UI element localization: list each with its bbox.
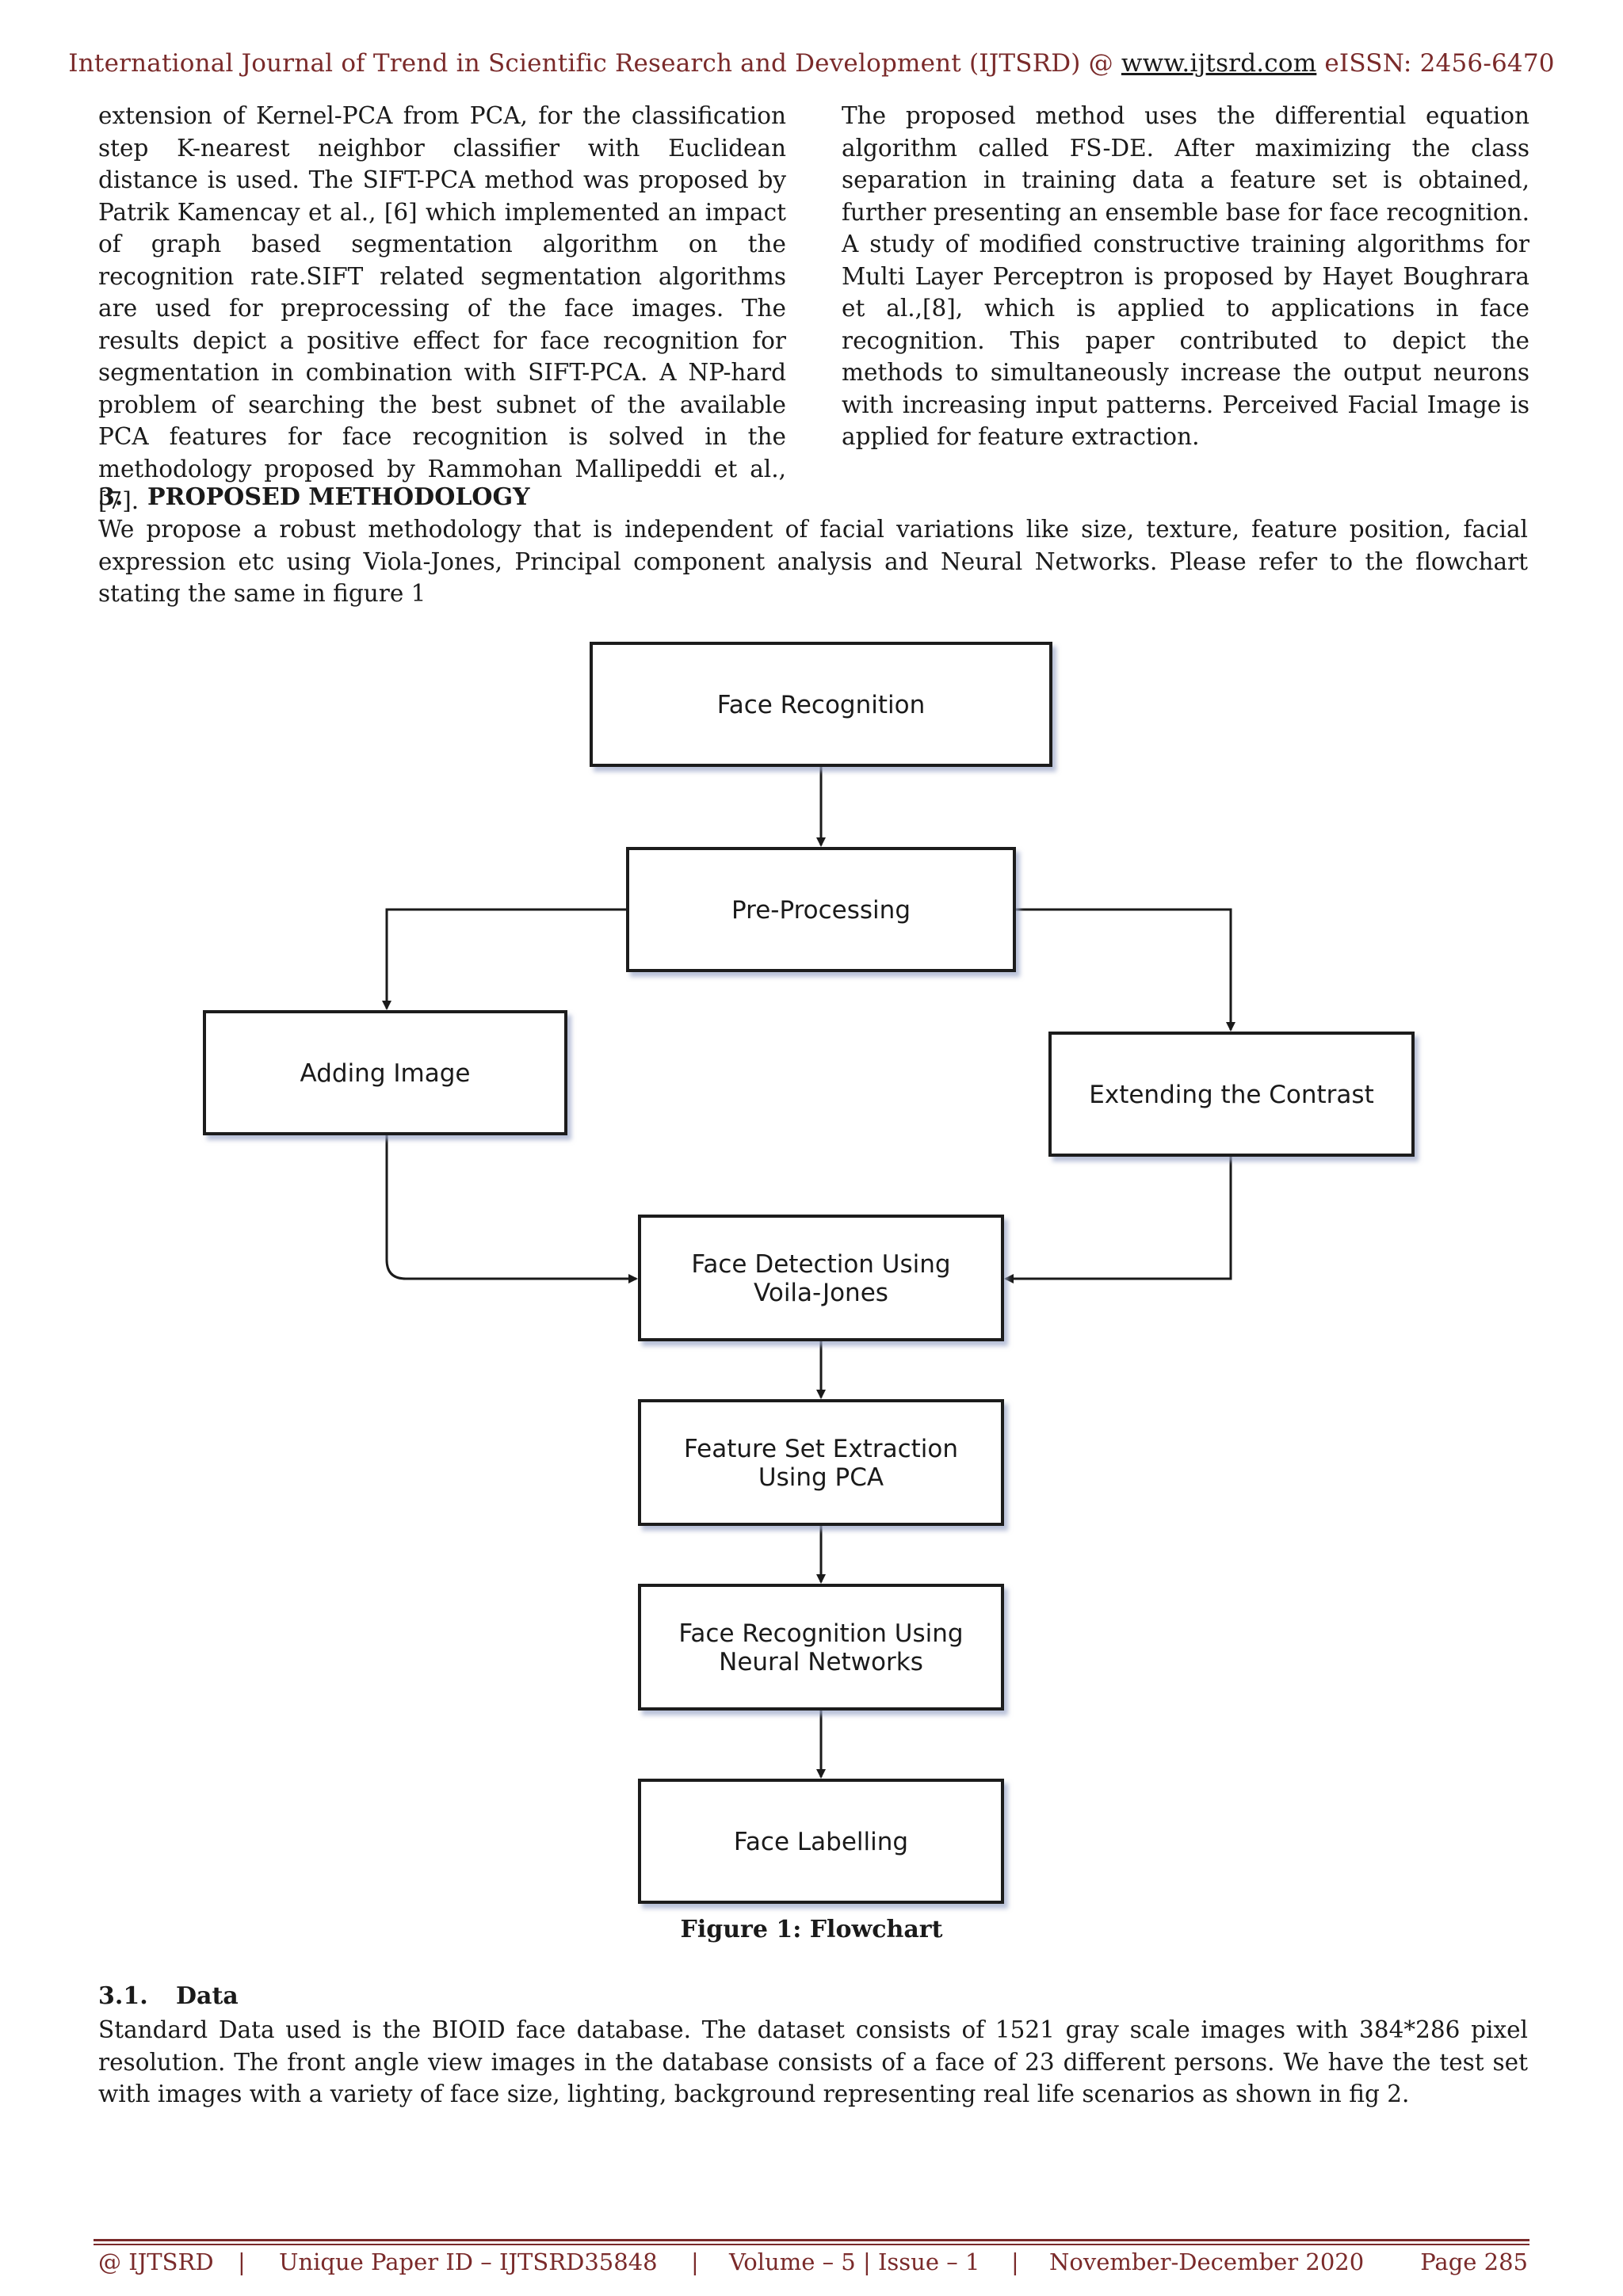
footer-rule xyxy=(94,2239,1529,2241)
section-3-1-heading: 3.1. Data xyxy=(98,1982,239,2010)
flowchart-node-label: Using PCA xyxy=(758,1463,884,1492)
section-3-heading: 3. PROPOSED METHODOLOGY xyxy=(98,483,530,511)
journal-title: International Journal of Trend in Scient… xyxy=(68,49,1113,78)
flowchart-arrow xyxy=(382,908,628,1010)
flowchart-box xyxy=(203,1010,567,1135)
running-footer: @ IJTSRD | Unique Paper ID – IJTSRD35848… xyxy=(98,2248,1528,2280)
section-3-text: We propose a robust methodology that is … xyxy=(98,516,1528,607)
journal-website-link[interactable]: www.ijtsrd.com xyxy=(1121,49,1317,78)
flowchart-box xyxy=(638,1399,1004,1526)
section-3-1-text: Standard Data used is the BIOID face dat… xyxy=(98,2016,1528,2107)
footer-separator: | xyxy=(238,2248,246,2275)
footer-page-number: Page 285 xyxy=(1420,2248,1528,2275)
flowchart-node-label: Voila-Jones xyxy=(754,1279,888,1307)
flowchart-node-label: Adding Image xyxy=(300,1059,471,1088)
flowchart-node-label: Face Labelling xyxy=(734,1828,908,1856)
flowchart-node-label: Extending the Contrast xyxy=(1089,1081,1373,1109)
footer-separator: | xyxy=(691,2248,699,2275)
flowchart-box xyxy=(638,1584,1004,1711)
flowchart-node-face-labelling: Face Labelling xyxy=(638,1779,1004,1904)
left-column-paragraph: extension of Kernel-PCA from PCA, for th… xyxy=(98,102,786,514)
flowchart-node-label: Face Recognition Using xyxy=(678,1619,963,1648)
section-3-title: PROPOSED METHODOLOGY xyxy=(147,483,530,511)
flowchart-arrow xyxy=(1004,1157,1232,1283)
figure-caption: Figure 1: Flowchart xyxy=(680,1916,943,1943)
footer-rule-thin xyxy=(94,2244,1529,2245)
section-3-number: 3. xyxy=(98,483,124,511)
footer-paper-id: Unique Paper ID – IJTSRD35848 xyxy=(279,2248,658,2275)
flowchart-box xyxy=(638,1779,1004,1904)
flowchart-box xyxy=(638,1215,1004,1341)
flowchart-box xyxy=(1048,1032,1415,1157)
footer-journal: @ IJTSRD xyxy=(98,2248,214,2275)
footer-volume-issue: Volume – 5 | Issue – 1 xyxy=(729,2248,980,2275)
flowchart-arrow xyxy=(385,1135,638,1283)
flowchart-node-label: Face Recognition xyxy=(717,691,926,719)
flowchart-node-label: Pre-Processing xyxy=(731,896,911,925)
section-3-1-number: 3.1. xyxy=(98,1982,148,2010)
right-column: The proposed method uses the differentia… xyxy=(842,100,1529,453)
flowchart-node-face-recognition: Face Recognition xyxy=(590,642,1052,767)
flowchart-node-label: Feature Set Extraction xyxy=(684,1435,958,1463)
right-column-paragraph: The proposed method uses the differentia… xyxy=(842,102,1529,450)
footer-separator: | xyxy=(1011,2248,1019,2275)
flowchart-node-label: Neural Networks xyxy=(719,1648,923,1676)
section-3-1-title: Data xyxy=(176,1982,239,2010)
footer-date: November-December 2020 xyxy=(1049,2248,1365,2275)
flowchart-node-pre-processing: Pre-Processing xyxy=(626,847,1016,972)
journal-issn: eISSN: 2456-6470 xyxy=(1324,49,1555,78)
flowchart-node-extending-contrast: Extending the Contrast xyxy=(1048,1032,1415,1157)
flowchart-arrow xyxy=(1016,908,1235,1032)
flowchart-box xyxy=(626,847,1016,972)
flowchart-box xyxy=(590,642,1052,767)
flowchart-node-label: Face Detection Using xyxy=(691,1250,950,1279)
running-header: International Journal of Trend in Scient… xyxy=(0,49,1623,78)
left-column: extension of Kernel-PCA from PCA, for th… xyxy=(98,100,786,517)
flowchart-node-adding-image: Adding Image xyxy=(203,1010,567,1135)
